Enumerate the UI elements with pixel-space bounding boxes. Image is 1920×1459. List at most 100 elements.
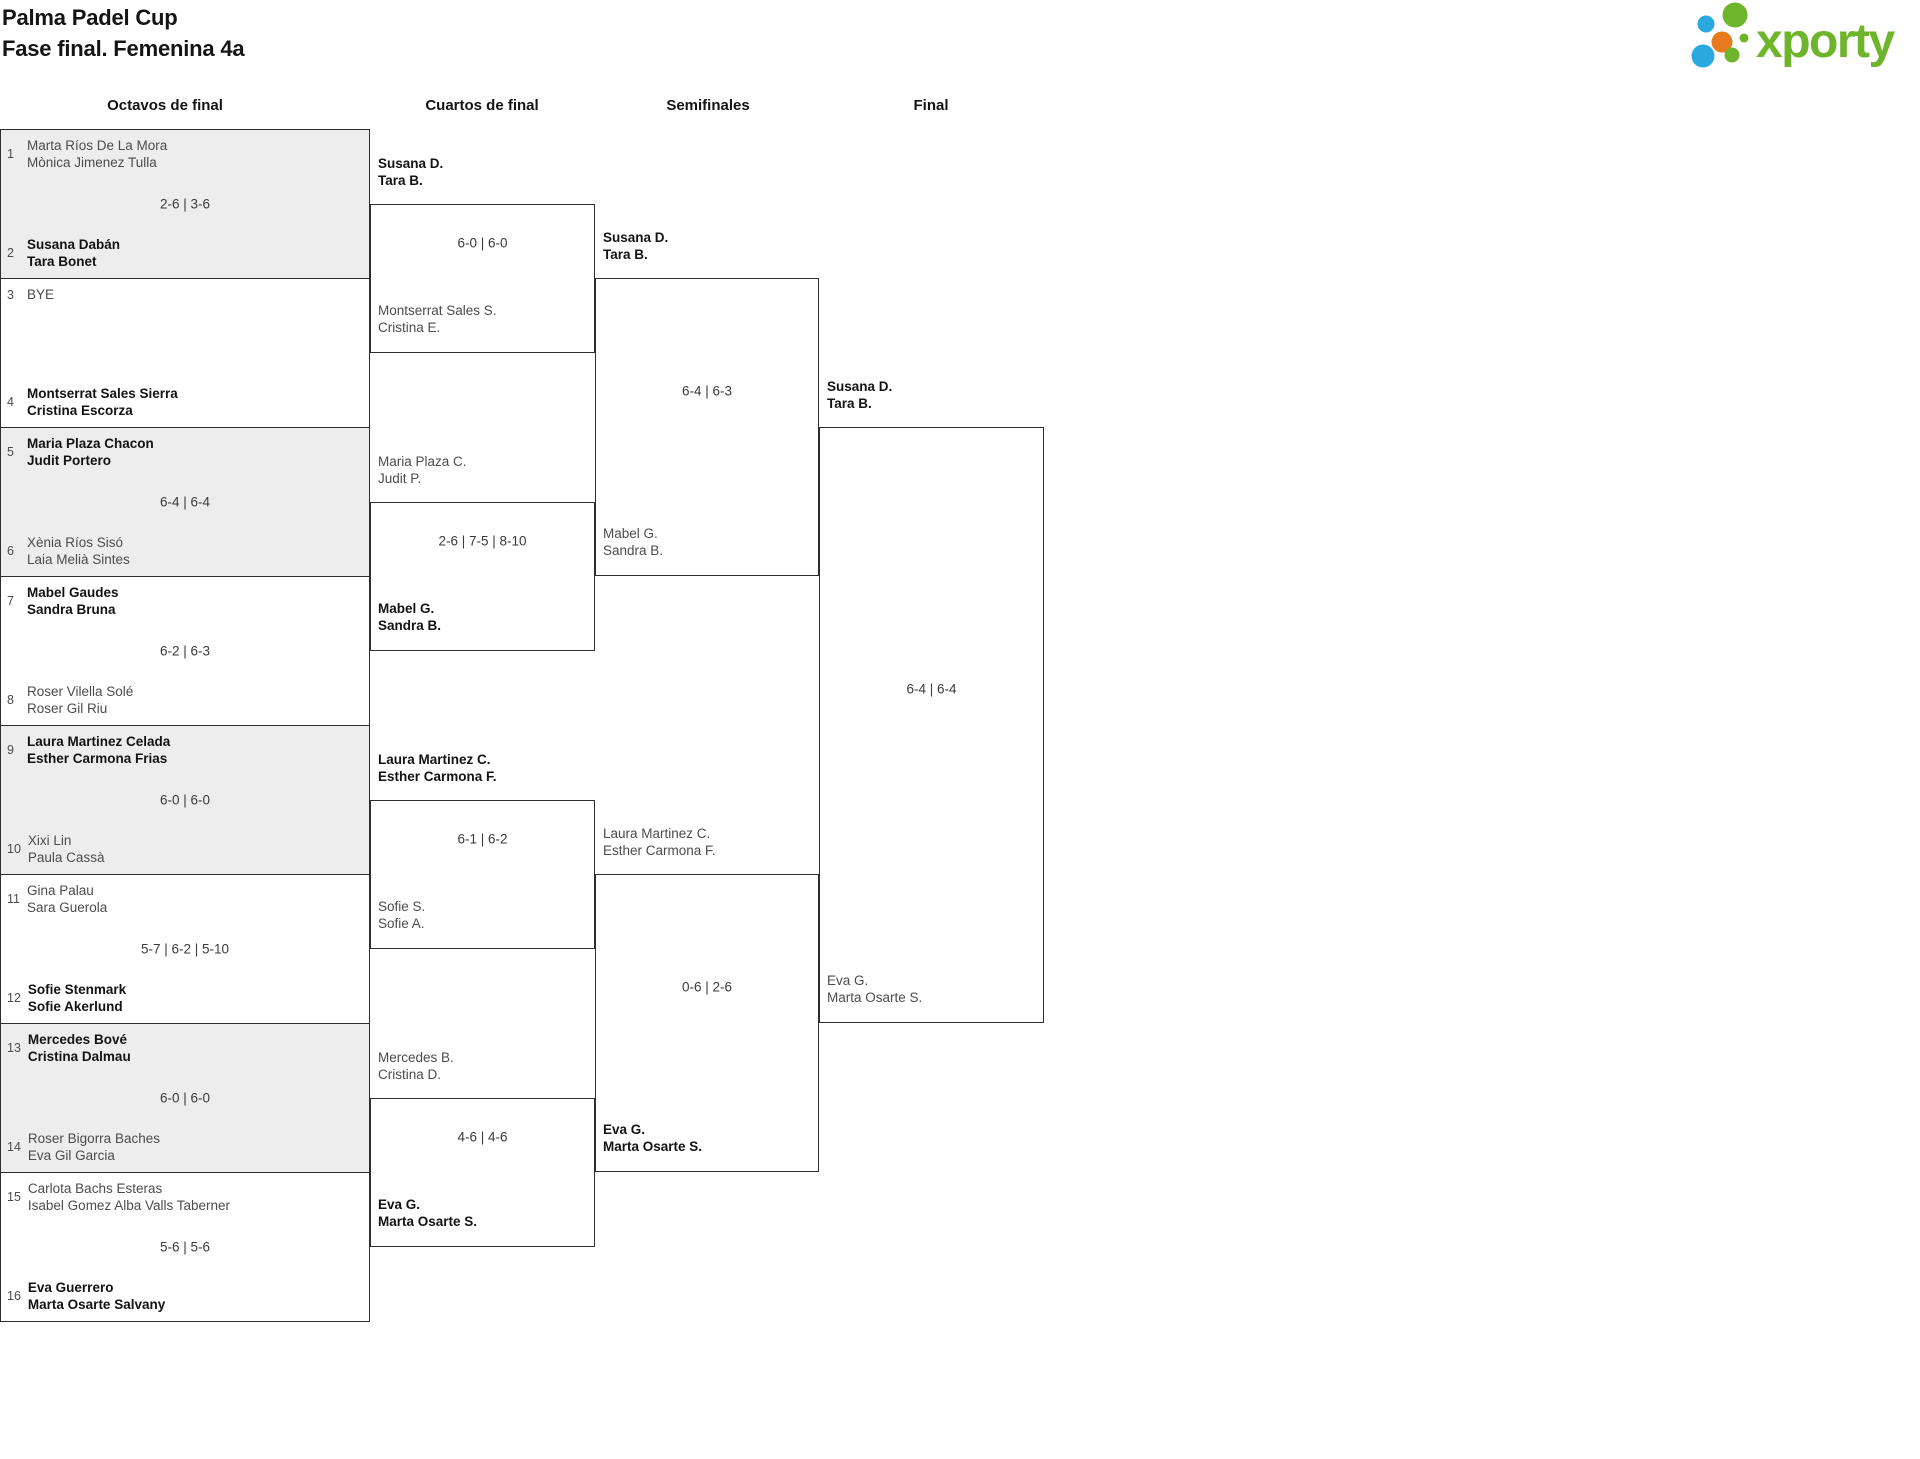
logo-dot-blue-small <box>1697 15 1715 33</box>
logo-wordmark: xporty <box>1756 15 1896 68</box>
r16-match-3: 5 Maria Plaza Chacon Judit Portero 6-4 |… <box>0 427 370 577</box>
player-name: Roser Vilella Solé <box>27 684 134 699</box>
team-slot-bottom: Eva G. Marta Osarte S. <box>603 1121 702 1155</box>
team-names: Mabel Gaudes Sandra Bruna <box>27 584 119 618</box>
seed-number: 1 <box>7 147 14 161</box>
match-score: 6-4 | 6-3 <box>681 383 733 399</box>
match-score: 6-0 | 6-0 <box>159 792 211 808</box>
qf-match-3: Laura Martinez C. Esther Carmona F. 6-1 … <box>370 752 595 949</box>
match-score: 6-1 | 6-2 <box>457 831 508 846</box>
seed-number: 11 <box>7 892 20 906</box>
player-name: Sandra B. <box>378 618 442 633</box>
team-slot-bottom: 2 Susana Dabán Tara Bonet <box>7 236 120 270</box>
round-header-semifinales: Semifinales <box>666 97 750 114</box>
team-names: Xènia Ríos Sisó Laia Melià Sintes <box>27 534 130 568</box>
xporty-logo[interactable]: xporty <box>1686 0 1918 78</box>
player-name: Mònica Jimenez Tulla <box>27 155 157 170</box>
player-name: Laura Martinez Celada <box>27 734 171 749</box>
match-score: 6-4 | 6-4 <box>906 681 957 697</box>
qf-match-2: Maria Plaza C. Judit P. 2-6 | 7-5 | 8-10… <box>370 454 595 651</box>
player-name: Xènia Ríos Sisó <box>27 535 124 550</box>
seed-number: 2 <box>7 246 14 260</box>
team-names: Susana D. Tara B. <box>603 229 668 263</box>
team-names: Xixi Lin Paula Cassà <box>28 832 105 866</box>
team-names: Eva Guerrero Marta Osarte Salvany <box>28 1279 165 1313</box>
player-name: Marta Osarte S. <box>603 1139 703 1154</box>
player-name: Marta Osarte Salvany <box>27 1297 166 1312</box>
team-names: Roser Vilella Solé Roser Gil Riu <box>27 683 133 717</box>
player-name: Susana D. <box>827 379 893 394</box>
team-names: BYE <box>27 286 54 303</box>
seed-number: 13 <box>7 1041 21 1055</box>
team-names: Mercedes Bové Cristina Dalmau <box>28 1031 131 1065</box>
team-slot-bottom: Montserrat Sales S. Cristina E. <box>378 302 497 336</box>
player-name: Tara B. <box>603 247 648 262</box>
team-slot-top: Maria Plaza C. Judit P. <box>378 453 467 487</box>
player-name: Carlota Bachs Esteras <box>27 1181 163 1196</box>
final-match: Susana D. Tara B. 6-4 | 6-4 Eva G. Marta… <box>819 379 1044 1023</box>
sf-match-1: Susana D. Tara B. 6-4 | 6-3 Mabel G. San… <box>595 230 819 576</box>
player-name: Maria Plaza Chacon <box>27 436 154 451</box>
r16-match-6: 11 Gina Palau Sara Guerola 5-7 | 6-2 | 5… <box>0 874 370 1024</box>
player-name: Cristina D. <box>378 1067 442 1082</box>
player-name: Roser Gil Riu <box>27 701 108 716</box>
logo-dot-green-tiny <box>1739 33 1749 43</box>
logo-dot-blue-large <box>1691 44 1715 68</box>
match-score: 6-0 | 6-0 <box>159 1090 211 1106</box>
match-score: 6-0 | 6-0 <box>457 235 508 250</box>
team-names: Mercedes B. Cristina D. <box>378 1049 454 1083</box>
player-name: Isabel Gomez Alba Valls Taberner <box>27 1198 231 1213</box>
team-names: Eva G. Marta Osarte S. <box>827 972 922 1006</box>
seed-number: 15 <box>7 1190 21 1204</box>
team-names: Eva G. Marta Osarte S. <box>378 1196 477 1230</box>
team-names: Mabel G. Sandra B. <box>603 525 663 559</box>
r16-match-4: 7 Mabel Gaudes Sandra Bruna 6-2 | 6-3 8 … <box>0 576 370 726</box>
player-name: Gina Palau <box>27 883 94 898</box>
team-names: Gina Palau Sara Guerola <box>27 882 107 916</box>
qf-match-1: Susana D. Tara B. 6-0 | 6-0 Montserrat S… <box>370 156 595 353</box>
page-title: Palma Padel Cup <box>2 5 178 30</box>
player-name: Sandra B. <box>603 543 664 558</box>
seed-number: 6 <box>7 544 14 558</box>
seed-number: 9 <box>7 743 14 757</box>
player-name: Susana D. <box>603 230 669 245</box>
player-name: Esther Carmona Frias <box>27 751 168 766</box>
player-name: Sandra Bruna <box>27 602 116 617</box>
team-names: Roser Bigorra Baches Eva Gil Garcia <box>28 1130 160 1164</box>
team-slot-top: Susana D. Tara B. <box>378 155 443 189</box>
player-name: Laura Martinez C. <box>378 752 491 767</box>
r16-match-5: 9 Laura Martinez Celada Esther Carmona F… <box>0 725 370 875</box>
player-name: Mercedes Bové <box>27 1032 127 1047</box>
player-name: Laura Martinez C. <box>603 826 711 841</box>
player-name: Eva Gil Garcia <box>27 1148 115 1163</box>
player-name: Mabel G. <box>603 526 658 541</box>
round-header-final: Final <box>913 97 949 114</box>
player-name: Marta Osarte S. <box>378 1214 478 1229</box>
team-slot-bottom: Eva G. Marta Osarte S. <box>378 1196 477 1230</box>
player-name: Sofie Akerlund <box>27 999 123 1014</box>
player-name: Montserrat Sales S. <box>378 303 497 318</box>
team-slot-top: 5 Maria Plaza Chacon Judit Portero <box>7 435 154 469</box>
match-score: 6-2 | 6-3 <box>159 643 211 659</box>
logo-dot-orange <box>1711 31 1733 53</box>
match-score: 2-6 | 7-5 | 8-10 <box>438 533 527 548</box>
player-name: Cristina Dalmau <box>27 1049 131 1064</box>
team-names: Susana Dabán Tara Bonet <box>27 236 120 270</box>
player-name: Marta Osarte S. <box>827 990 923 1005</box>
player-name: Eva G. <box>827 973 869 988</box>
team-names: Mabel G. Sandra B. <box>378 600 441 634</box>
team-slot-bottom: Eva G. Marta Osarte S. <box>827 972 922 1006</box>
team-slot-top: Laura Martinez C. Esther Carmona F. <box>378 751 497 785</box>
team-names: Carlota Bachs Esteras Isabel Gomez Alba … <box>28 1180 230 1214</box>
player-name: Sofie A. <box>378 916 425 931</box>
player-name: Xixi Lin <box>27 833 72 848</box>
team-names: Laura Martinez Celada Esther Carmona Fri… <box>27 733 170 767</box>
team-slot-top: 9 Laura Martinez Celada Esther Carmona F… <box>7 733 170 767</box>
player-name: Roser Bigorra Baches <box>27 1131 160 1146</box>
player-name: Esther Carmona F. <box>378 769 497 784</box>
player-name: Sofie S. <box>378 899 426 914</box>
r16-match-2: 3 BYE 4 Montserrat Sales Sierra Cristina… <box>0 278 370 428</box>
team-slot-top: Mercedes B. Cristina D. <box>378 1049 454 1083</box>
team-names: Montserrat Sales Sierra Cristina Escorza <box>27 385 178 419</box>
